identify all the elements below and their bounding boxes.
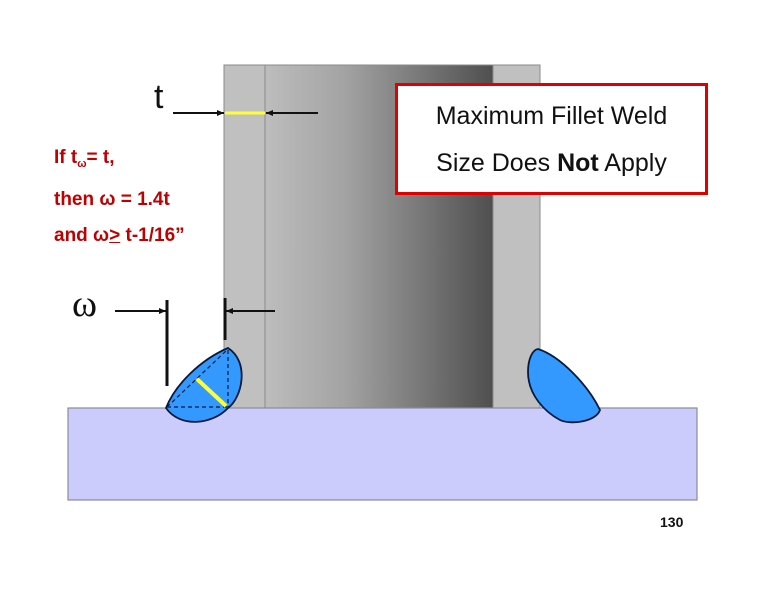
callout-line-2-post: Apply xyxy=(598,149,667,177)
left-fillet-weld xyxy=(164,346,243,423)
weld-throat-line xyxy=(195,377,228,408)
weld-size-dimension xyxy=(115,298,275,386)
right-fillet-weld xyxy=(527,348,601,424)
thickness-label: t xyxy=(154,78,164,116)
callout-emphasis-not: Not xyxy=(557,149,599,177)
note-line-1: If tω= t, xyxy=(54,140,185,182)
weld-size-label: ω xyxy=(72,283,98,325)
note-line-1-text: If t xyxy=(54,147,78,168)
note-line-3-tail: t-1/16” xyxy=(120,225,185,246)
callout-line-2-pre: Size Does xyxy=(436,149,558,177)
note-line-3: and ω> t-1/16” xyxy=(54,218,185,254)
weld-size-rule-note: If tω= t, then ω = 1.4t and ω> t-1/16” xyxy=(54,140,185,254)
note-line-1-subscript: ω xyxy=(77,158,87,170)
weld-hypotenuse xyxy=(166,348,229,408)
note-line-1-tail: = t, xyxy=(86,147,115,168)
note-line-3-text: and ω xyxy=(54,225,110,246)
greater-equal-symbol: > xyxy=(109,225,121,246)
base-plate xyxy=(67,407,698,501)
max-fillet-callout-box: Maximum Fillet Weld Size Does Not Apply xyxy=(395,83,708,195)
callout-line-2: Size Does Not Apply xyxy=(398,149,705,178)
callout-line-1: Maximum Fillet Weld xyxy=(435,102,668,130)
note-line-2: then ω = 1.4t xyxy=(54,189,170,210)
page-number: 130 xyxy=(660,514,684,530)
